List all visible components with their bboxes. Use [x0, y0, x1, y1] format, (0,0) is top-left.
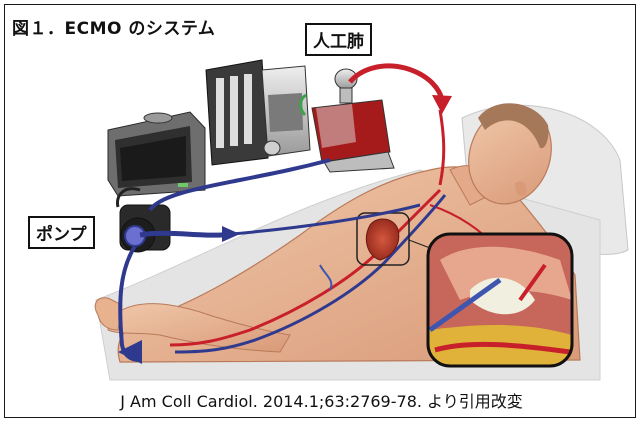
arterial-arrow: [432, 95, 452, 114]
flowmeter-tower: [206, 60, 310, 165]
console-monitor: [108, 112, 205, 196]
figure-caption: J Am Coll Cardiol. 2014.1;63:2769-78. より…: [0, 388, 643, 412]
pump-unit: [117, 189, 170, 252]
inset-view: [428, 234, 572, 366]
figure-title: 図１．ECMO のシステム: [12, 14, 215, 39]
venous-tubing: [140, 233, 232, 235]
arterial-return: [440, 110, 444, 185]
patient-hand: [95, 298, 122, 330]
arterial-tubing: [350, 66, 442, 100]
pump-label: ポンプ: [28, 216, 95, 249]
oxygenator: [301, 69, 394, 172]
oxygenator-label: 人工肺: [305, 23, 372, 56]
